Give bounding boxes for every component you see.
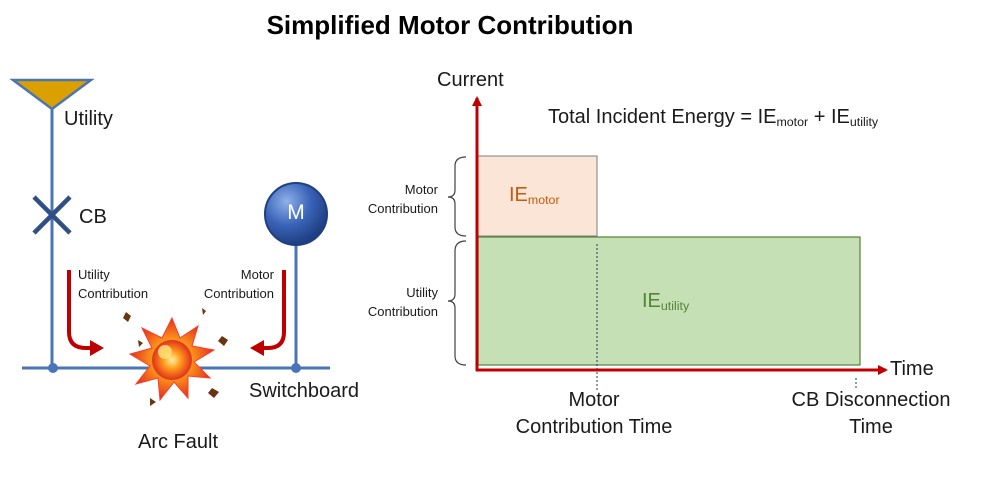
utility-source-icon <box>9 78 95 111</box>
ie-utility-region <box>477 236 861 366</box>
motor-contribution-arrow <box>262 270 286 350</box>
arc-fault-explosion-icon <box>123 308 228 406</box>
utility-contribution-brace <box>447 240 467 366</box>
motor-contribution-text: Motor Contribution <box>203 267 274 301</box>
motor-icon <box>264 182 328 246</box>
utility-label: Utility <box>64 108 113 130</box>
switchboard-label: Switchboard <box>249 380 360 402</box>
page-title: Simplified Motor Contribution <box>266 10 634 40</box>
circuit-diagram <box>9 78 330 406</box>
y-axis-label: Current <box>437 69 504 91</box>
utility-arrow-head <box>90 340 104 356</box>
ie-motor-label: IEmotor <box>509 184 560 208</box>
motor-symbol-label: M <box>287 201 305 224</box>
cb-disconnection-time-label: CB Disconnection Time <box>791 389 951 438</box>
utility-contribution-arrow <box>67 270 92 350</box>
graph-motor-contribution-label: Motor Contribution <box>367 182 438 216</box>
ie-motor-region <box>477 155 598 237</box>
right-bus-node <box>291 363 301 373</box>
ie-utility-label: IEutility <box>642 290 690 314</box>
motor-contribution-time-label: Motor Contribution Time <box>515 389 673 438</box>
cb-label: CB <box>79 206 107 228</box>
energy-graph <box>447 96 888 390</box>
incident-energy-equation: Total Incident Energy = IEmotor + IEutil… <box>548 106 879 130</box>
left-bus-node <box>48 363 58 373</box>
graph-utility-contribution-label: Utility Contribution <box>367 285 438 319</box>
x-axis-label: Time <box>890 358 934 380</box>
utility-contribution-text: Utility Contribution <box>78 267 149 301</box>
motor-arrow-head <box>250 340 264 356</box>
arc-fault-label: Arc Fault <box>138 431 219 453</box>
motor-contribution-brace <box>447 156 467 237</box>
circuit-breaker-icon <box>32 195 72 235</box>
